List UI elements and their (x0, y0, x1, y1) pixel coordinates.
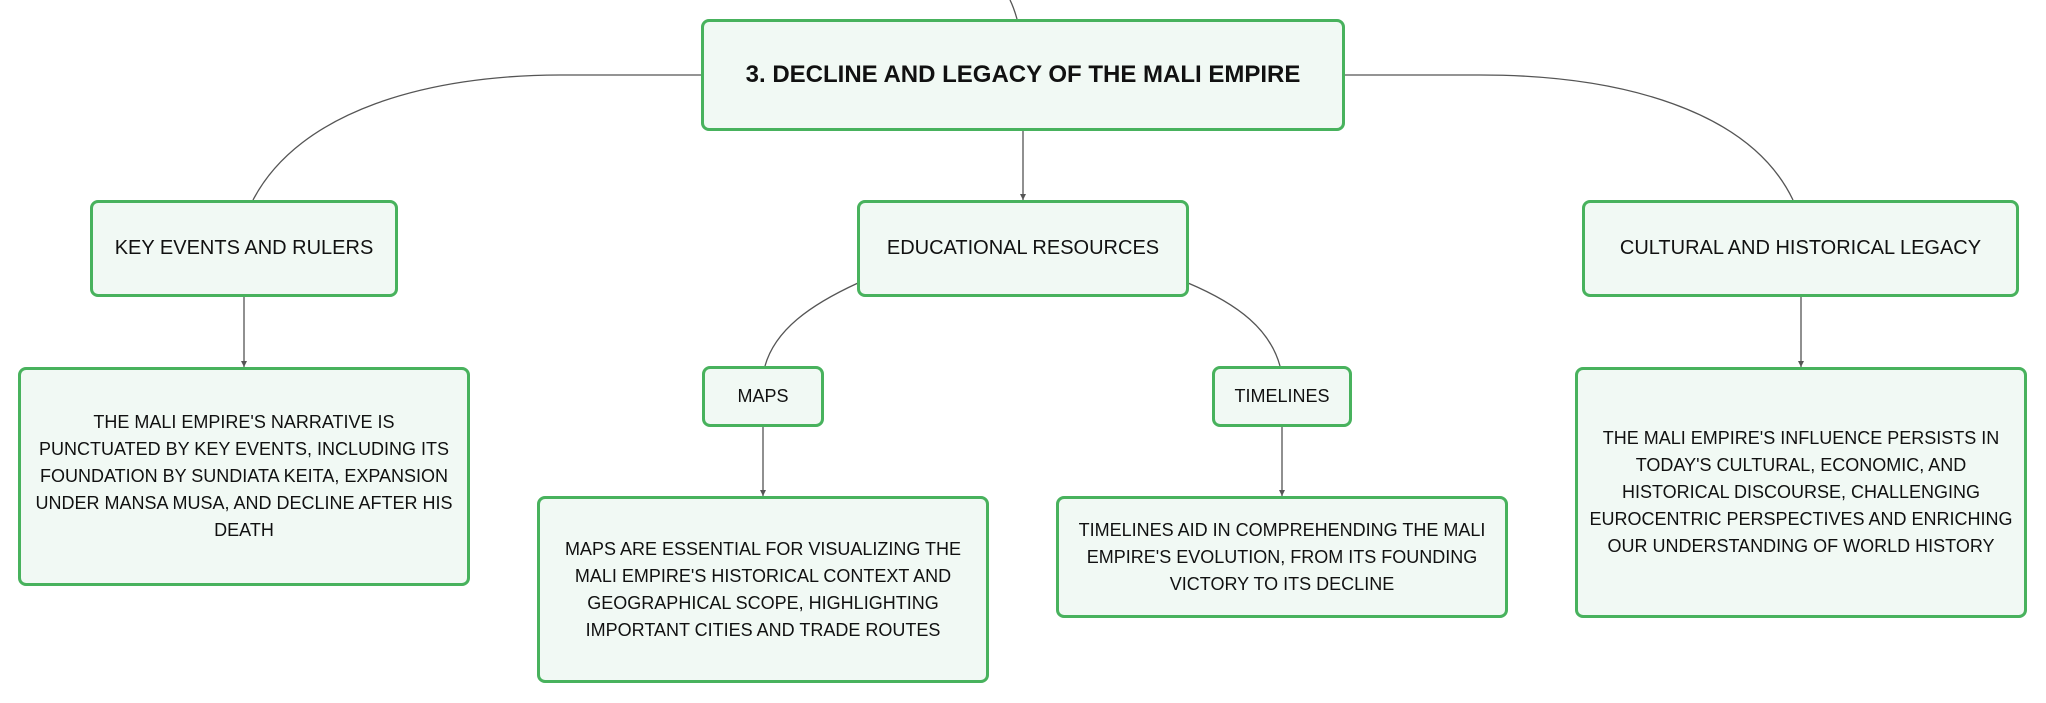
timelines-label: TIMELINES (1234, 386, 1330, 406)
root-node[interactable]: 3. DECLINE AND LEGACY OF THE MALI EMPIRE (701, 19, 1345, 131)
connector-educational-to-timelines (1187, 282, 1281, 367)
timelines-detail-text: TIMELINES AID IN COMPREHENDING THE MALI … (1078, 519, 1486, 594)
connector-parent-to-root (1009, 0, 1018, 20)
maps-detail-node[interactable]: MAPS ARE ESSENTIAL FOR VISUALIZING THE M… (537, 496, 989, 683)
timelines-node[interactable]: TIMELINES (1212, 366, 1352, 427)
key-events-detail-text: THE MALI EMPIRE'S NARRATIVE IS PUNCTUATE… (35, 412, 453, 540)
maps-detail-text: MAPS ARE ESSENTIAL FOR VISUALIZING THE M… (564, 538, 962, 640)
key-events-label: KEY EVENTS AND RULERS (114, 237, 374, 259)
maps-node[interactable]: MAPS (702, 366, 824, 427)
educational-resources-node[interactable]: EDUCATIONAL RESOURCES (857, 200, 1189, 297)
arrowhead-educational-resources (1020, 194, 1026, 200)
timelines-detail-node[interactable]: TIMELINES AID IN COMPREHENDING THE MALI … (1056, 496, 1508, 618)
connector-educational-to-maps (764, 282, 859, 367)
key-events-detail-node[interactable]: THE MALI EMPIRE'S NARRATIVE IS PUNCTUATE… (18, 367, 470, 586)
arrowhead-maps-detail (760, 490, 766, 496)
arrowhead-timelines-detail (1279, 490, 1285, 496)
arrowhead-key-events-detail (241, 361, 247, 367)
root-node-label: 3. DECLINE AND LEGACY OF THE MALI EMPIRE (745, 61, 1301, 88)
cultural-legacy-detail-text: THE MALI EMPIRE'S INFLUENCE PERSISTS IN … (1589, 428, 2013, 556)
cultural-legacy-label: CULTURAL AND HISTORICAL LEGACY (1619, 237, 1982, 259)
educational-resources-label: EDUCATIONAL RESOURCES (886, 237, 1160, 259)
maps-label: MAPS (737, 386, 789, 406)
arrowhead-cultural-legacy-detail (1798, 361, 1804, 367)
cultural-legacy-node[interactable]: CULTURAL AND HISTORICAL LEGACY (1582, 200, 2019, 297)
key-events-node[interactable]: KEY EVENTS AND RULERS (90, 200, 398, 297)
connector-root-to-cultural-legacy (1345, 74, 1794, 201)
cultural-legacy-detail-node[interactable]: THE MALI EMPIRE'S INFLUENCE PERSISTS IN … (1575, 367, 2027, 618)
connector-root-to-key-events (252, 74, 701, 201)
